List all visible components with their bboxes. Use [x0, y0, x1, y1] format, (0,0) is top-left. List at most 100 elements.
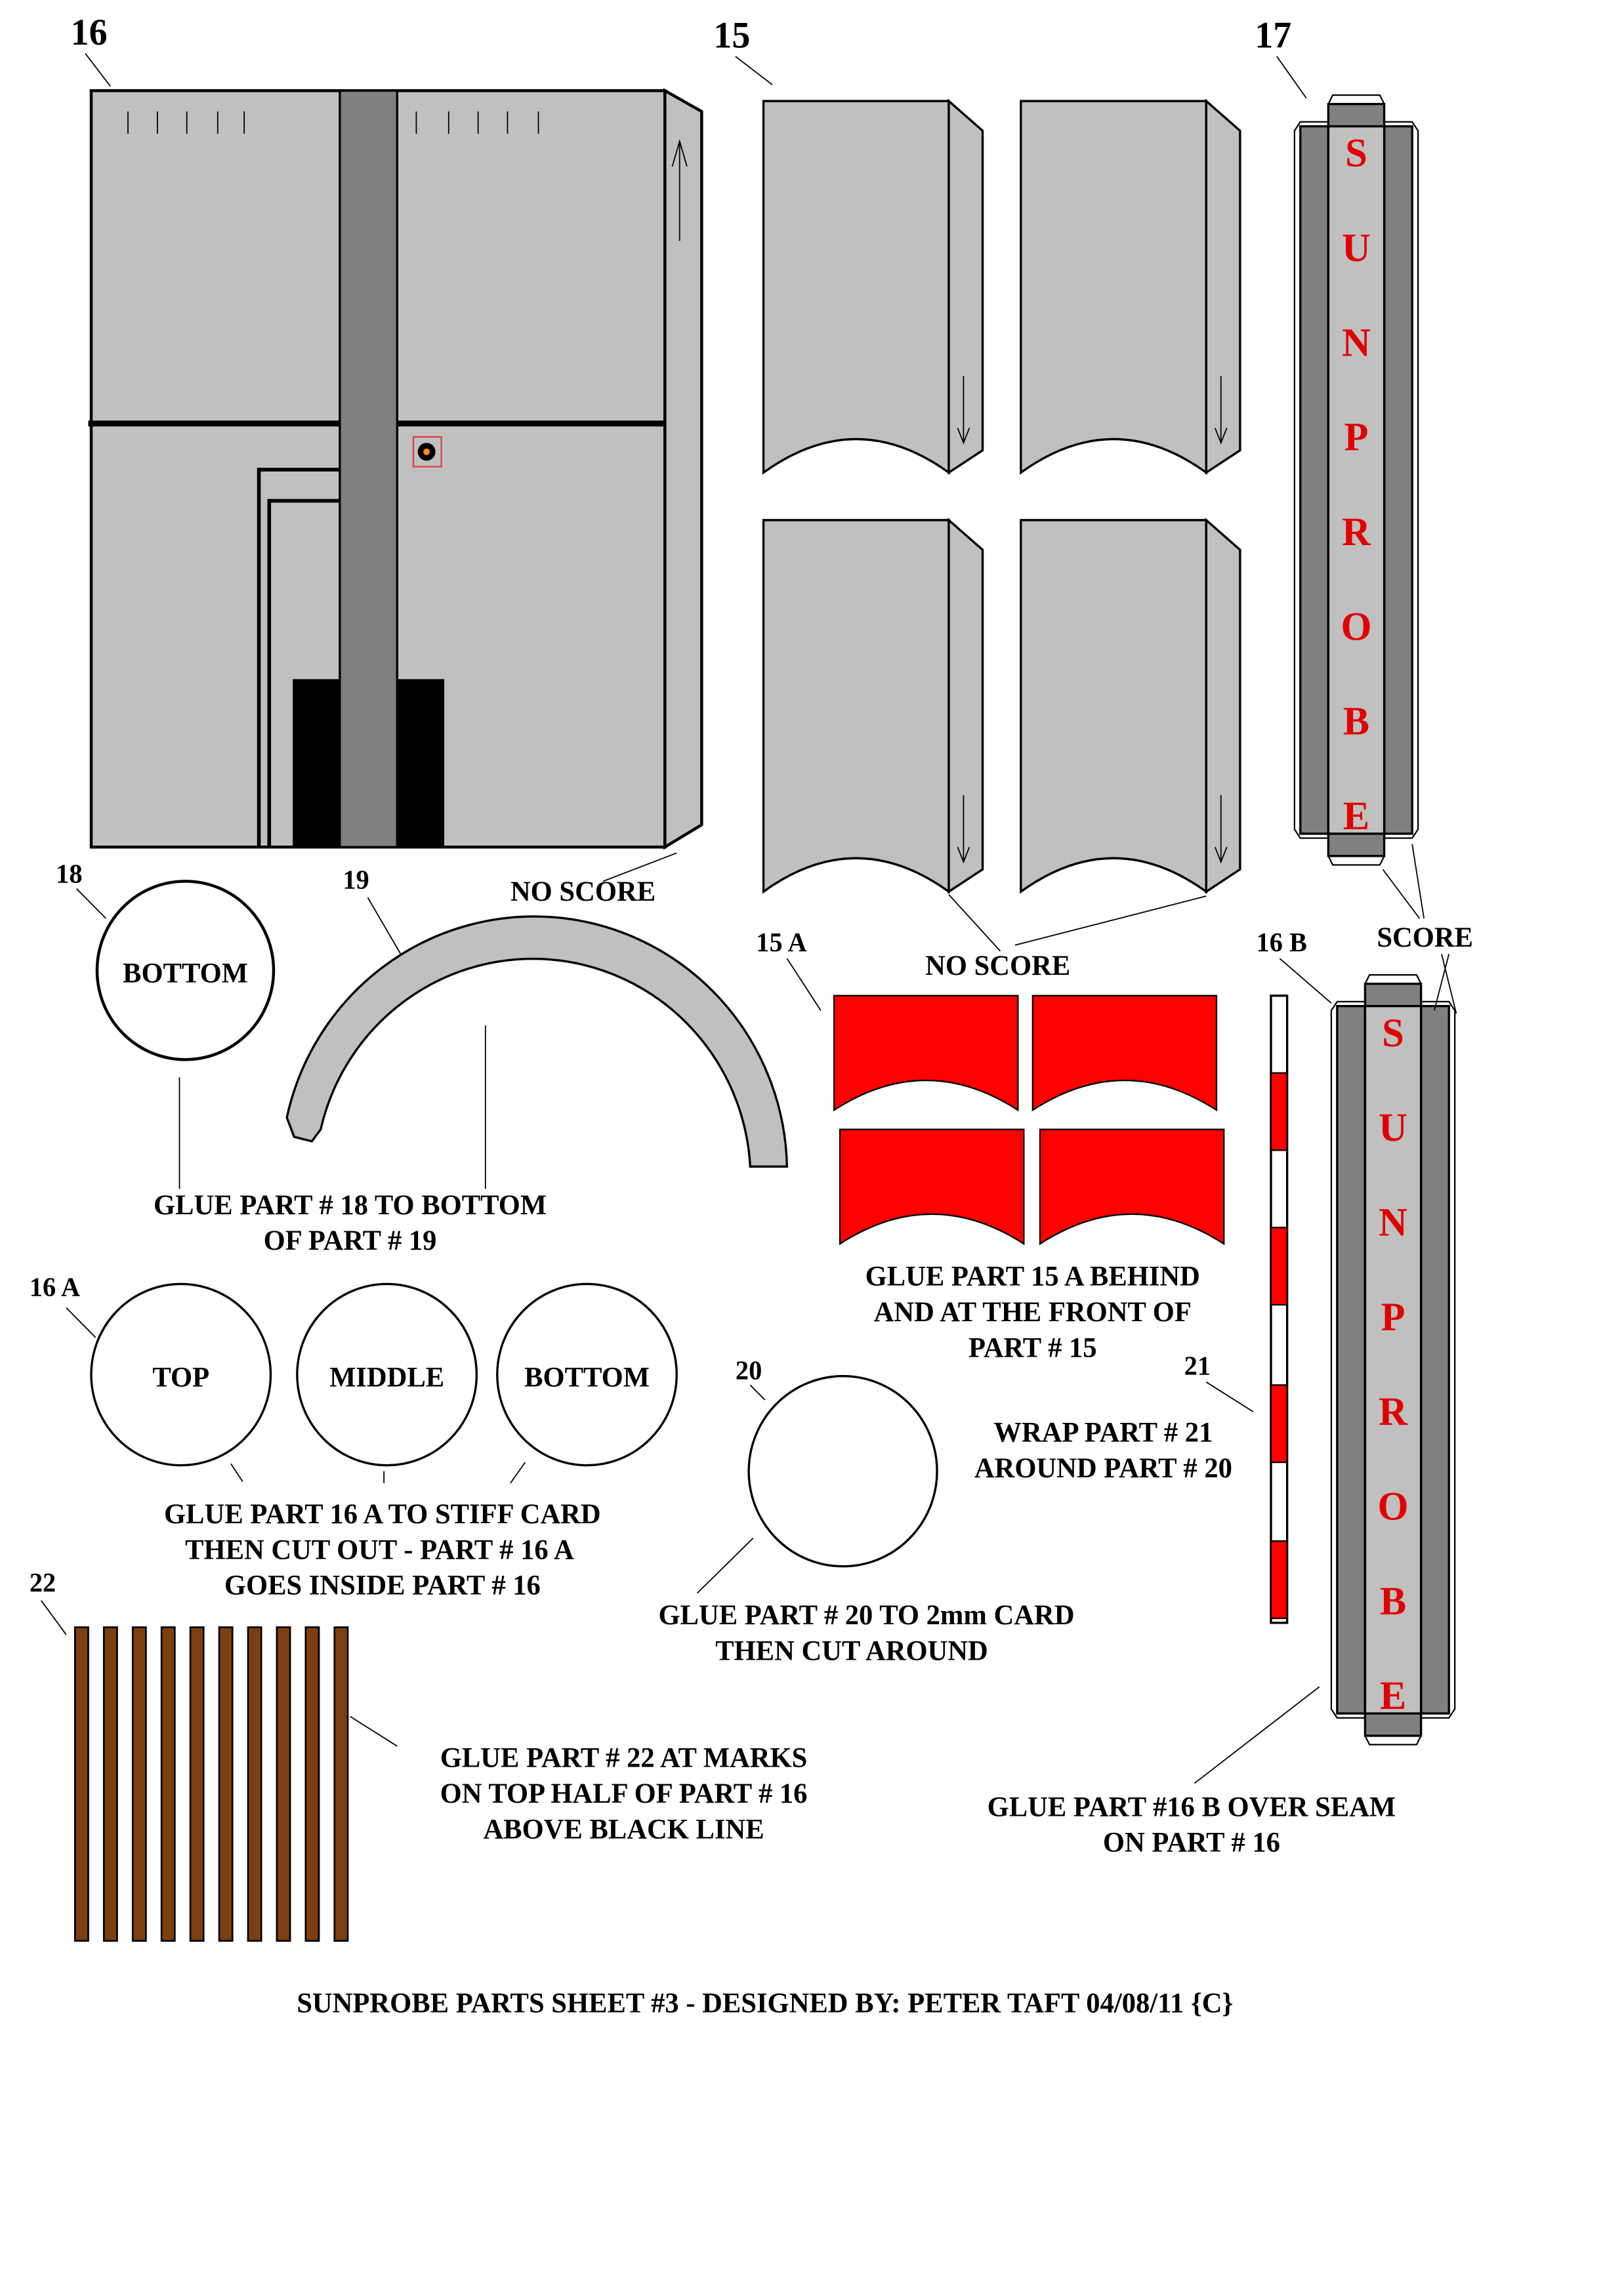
banner-letter: N — [1379, 1200, 1407, 1244]
glue16a-line2: THEN CUT OUT - PART # 16 A — [185, 1534, 574, 1565]
part-22-rod — [333, 1626, 349, 1942]
part-number-20: 20 — [736, 1355, 762, 1385]
part-19-arc — [285, 915, 789, 1168]
arrow-head — [1214, 846, 1228, 864]
side-strip — [1419, 1004, 1450, 1715]
banner-letter: N — [1342, 321, 1371, 365]
part-15-panel — [1020, 100, 1207, 475]
center-strip — [1327, 125, 1386, 835]
part-15-side-tab — [1205, 518, 1241, 894]
part-number-22: 22 — [30, 1568, 56, 1597]
glue18-line1: GLUE PART # 18 TO BOTTOM — [154, 1190, 547, 1221]
arrow-head — [957, 846, 970, 864]
part-number-16: 16 — [71, 12, 108, 53]
part-number-21: 21 — [1184, 1351, 1211, 1380]
part-18-disc — [95, 880, 276, 1061]
wrap21-line1: WRAP PART # 21 — [993, 1417, 1213, 1448]
part-22-rod — [102, 1626, 118, 1942]
glue16b-line2: ON PART # 16 — [1103, 1827, 1280, 1858]
part-16b-banner: S U N P R O B E — [1330, 974, 1456, 1746]
arrow-head — [957, 428, 970, 445]
part-22-rod — [276, 1626, 291, 1942]
part-number-17: 17 — [1255, 15, 1291, 56]
red-segment — [1270, 1384, 1288, 1464]
banner-letter: E — [1343, 794, 1369, 838]
part-22-rod — [189, 1626, 205, 1942]
no-score-label-2: NO SCORE — [925, 951, 1070, 981]
wrap21-line2: AROUND PART # 20 — [974, 1453, 1232, 1484]
banner-letter: U — [1342, 226, 1371, 270]
part-22-rod — [160, 1626, 176, 1942]
arrow-head — [1214, 428, 1228, 445]
part-15-panel — [1020, 519, 1207, 894]
part-15a-piece — [1039, 1128, 1225, 1246]
part-22-rod — [218, 1626, 234, 1942]
banner-letter: O — [1341, 605, 1371, 649]
side-strip — [1299, 125, 1330, 835]
part-number-15: 15 — [713, 15, 750, 56]
banner-letter: R — [1379, 1390, 1408, 1434]
part-15-panel — [762, 519, 950, 894]
middle-label: MIDDLE — [329, 1362, 444, 1393]
glue16a-line1: GLUE PART 16 A TO STIFF CARD — [164, 1499, 601, 1530]
part-15a-pieces — [833, 994, 1225, 1246]
glue15a-line2: AND AT THE FRONT OF — [874, 1297, 1192, 1328]
glue16a-line3: GOES INSIDE PART # 16 — [224, 1570, 541, 1601]
part-16a-bottom-disc — [496, 1282, 678, 1467]
part-16a-middle-disc — [296, 1282, 478, 1467]
banner-letter: U — [1379, 1106, 1407, 1150]
glue16b-line1: GLUE PART #16 B OVER SEAM — [988, 1792, 1396, 1822]
part-22-rods — [73, 1626, 349, 1942]
part-15a-piece — [833, 994, 1019, 1112]
banner-letter: B — [1343, 699, 1369, 743]
banner-letter: S — [1345, 131, 1367, 175]
part-number-16a: 16 A — [30, 1272, 80, 1302]
part-16-body — [88, 88, 703, 850]
part-21-strip — [1270, 994, 1289, 1624]
red-segment — [1270, 1540, 1288, 1620]
banner-letter: P — [1344, 415, 1369, 459]
part-22-rod — [304, 1626, 320, 1942]
red-segment — [1270, 1072, 1288, 1151]
glue20-line2: THEN CUT AROUND — [715, 1635, 988, 1666]
part-18-label: BOTTOM — [123, 958, 248, 989]
part-number-19: 19 — [343, 865, 369, 895]
side-strip — [1383, 125, 1413, 835]
part-17-banner: S U N P R O B E — [1293, 94, 1419, 866]
part-15-side-tab — [947, 518, 984, 894]
bottom-label: BOTTOM — [524, 1362, 650, 1393]
glue18-line2: OF PART # 19 — [264, 1225, 437, 1256]
center-strip — [1364, 1004, 1423, 1715]
banner-letter: O — [1377, 1485, 1408, 1528]
side-strip — [1336, 1004, 1367, 1715]
red-segment — [1270, 1227, 1288, 1306]
part-15-panels — [762, 98, 1241, 894]
part-16a-top-disc — [90, 1282, 272, 1467]
part-15-side-tab — [947, 98, 984, 475]
no-score-label-1: NO SCORE — [510, 876, 656, 907]
part-22-rod — [247, 1626, 262, 1942]
glue22-line3: ABOVE BLACK LINE — [483, 1814, 764, 1845]
glue22-line2: ON TOP HALF OF PART # 16 — [440, 1778, 808, 1809]
glue15a-line1: GLUE PART 15 A BEHIND — [865, 1261, 1200, 1292]
top-label: TOP — [152, 1362, 209, 1393]
part-number-15a: 15 A — [756, 928, 806, 957]
banner-letter: B — [1380, 1580, 1406, 1624]
glue15a-line3: PART # 15 — [968, 1332, 1097, 1363]
banner-letter: E — [1380, 1674, 1406, 1718]
glue22-line1: GLUE PART # 22 AT MARKS — [440, 1742, 808, 1773]
banner-letter: S — [1382, 1012, 1404, 1056]
banner-letter: P — [1381, 1296, 1405, 1340]
banner-letter: R — [1342, 510, 1371, 554]
glue20-line1: GLUE PART # 20 TO 2mm CARD — [658, 1600, 1074, 1631]
part-15-panel — [762, 100, 950, 475]
sheet-title: SUNPROBE PARTS SHEET #3 - DESIGNED BY: P… — [297, 1988, 1233, 2019]
part-15a-piece — [1031, 994, 1218, 1112]
part-number-18: 18 — [56, 859, 82, 888]
part-22-rod — [73, 1626, 89, 1942]
part-15a-piece — [839, 1128, 1025, 1246]
part-15-side-tab — [1205, 98, 1241, 475]
part-20-disc — [747, 1375, 938, 1568]
part-22-rod — [131, 1626, 147, 1942]
